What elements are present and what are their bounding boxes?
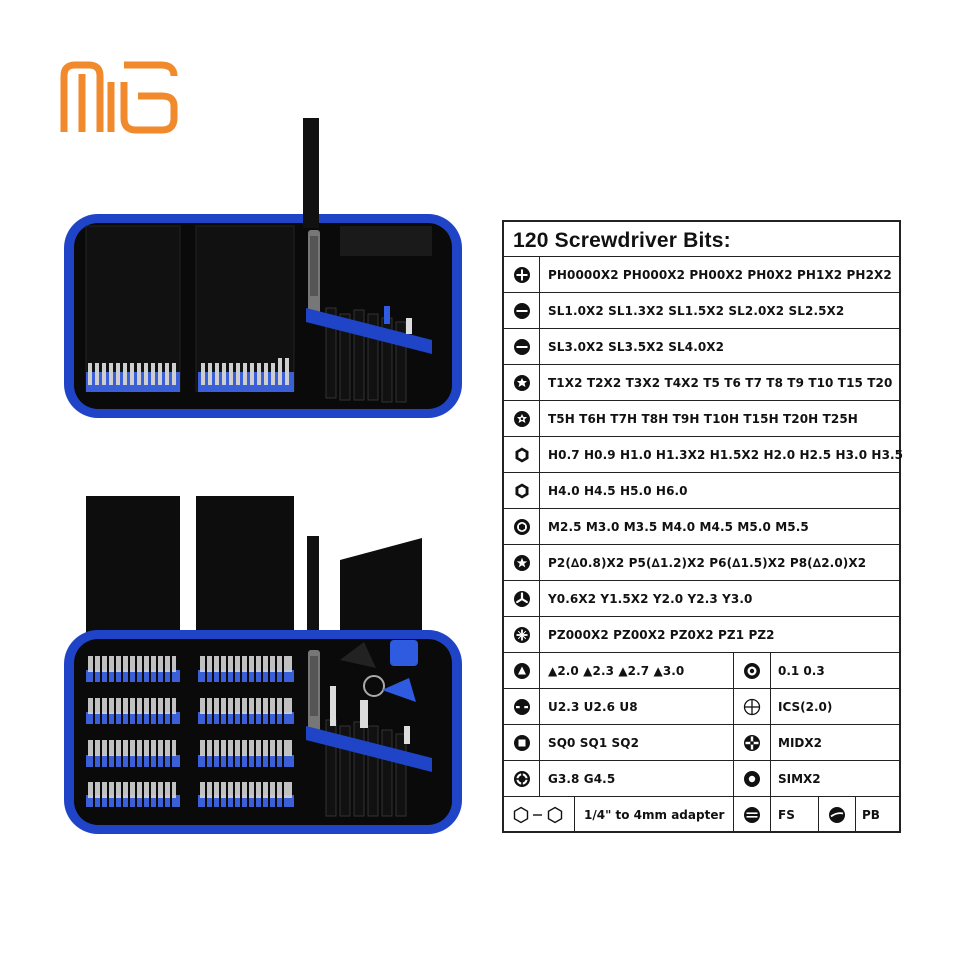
table-row: T1X2 T2X2 T3X2 T4X2 T5 T6 T7 T8 T9 T10 T… [504, 364, 899, 400]
table-title: 120 Screwdriver Bits: [513, 229, 731, 252]
row-text: ICS(2.0) [778, 699, 833, 714]
row-text: PZ000X2 PZ00X2 PZ0X2 PZ1 PZ2 [548, 627, 775, 642]
row-text: PH0000X2 PH000X2 PH00X2 PH0X2 PH1X2 PH2X… [548, 267, 892, 282]
row-text: SL3.0X2 SL3.5X2 SL4.0X2 [548, 339, 725, 354]
slotted-icon [504, 329, 540, 364]
bit-table: 120 Screwdriver Bits: PH0000X2 PH000X2 P… [502, 220, 903, 833]
table-row: G3.8 G4.5 SIMX2 [504, 760, 899, 796]
kit-closed-image [64, 118, 462, 418]
table-row: SQ0 SQ1 SQ2 MIDX2 [504, 724, 899, 760]
hex-socket-icon [504, 509, 540, 544]
table-row: PH0000X2 PH000X2 PH00X2 PH0X2 PH1X2 PH2X… [504, 256, 899, 292]
table-row: H4.0 H4.5 H5.0 H6.0 [504, 472, 899, 508]
table-row: P2(∆0.8)X2 P5(∆1.2)X2 P6(∆1.5)X2 P8(∆2.0… [504, 544, 899, 580]
hex-adapter-icon [504, 797, 575, 833]
hex-icon [504, 473, 540, 508]
row-text: SL1.0X2 SL1.3X2 SL1.5X2 SL2.0X2 SL2.5X2 [548, 303, 845, 318]
brand-logo [60, 61, 178, 134]
table-row: Y0.6X2 Y1.5X2 Y2.0 Y2.3 Y3.0 [504, 580, 899, 616]
row-text: T5H T6H T7H T8H T9H T10H T15H T20H T25H [548, 411, 858, 426]
sim-icon [734, 761, 771, 796]
table-row: SL3.0X2 SL3.5X2 SL4.0X2 [504, 328, 899, 364]
row-text: SQ0 SQ1 SQ2 [548, 735, 640, 750]
u-bit-icon [504, 689, 540, 724]
fs-icon [734, 797, 771, 833]
fs-text: FS [778, 808, 795, 822]
table-row: M2.5 M3.0 M3.5 M4.0 M4.5 M5.0 M5.5 [504, 508, 899, 544]
table-row: H0.7 H0.9 H1.0 H1.3X2 H1.5X2 H2.0 H2.5 H… [504, 436, 903, 472]
row-text: 0.1 0.3 [778, 663, 825, 678]
row-text: Y0.6X2 Y1.5X2 Y2.0 Y2.3 Y3.0 [548, 591, 753, 606]
pb-text: PB [862, 808, 880, 822]
row-text: H0.7 H0.9 H1.0 H1.3X2 H1.5X2 H2.0 H2.5 H… [548, 447, 904, 462]
slotted-icon [504, 293, 540, 328]
tri-wing-icon [504, 581, 540, 616]
torx-icon [504, 365, 540, 400]
table-row: ▲2.0 ▲2.3 ▲2.7 ▲3.0 0.1 0.3 [504, 652, 899, 688]
ring-icon [734, 653, 771, 688]
table-row: U2.3 U2.6 U8 ICS(2.0) [504, 688, 899, 724]
pentalobe-icon [504, 545, 540, 580]
mid-cross-icon [734, 725, 771, 760]
phillips-icon [504, 257, 540, 292]
row-text: T1X2 T2X2 T3X2 T4X2 T5 T6 T7 T8 T9 T10 T… [548, 375, 893, 390]
hex-icon [504, 437, 540, 472]
row-text: H4.0 H4.5 H5.0 H6.0 [548, 483, 688, 498]
square-icon [504, 725, 540, 760]
torx-security-icon [504, 401, 540, 436]
row-text: P2(∆0.8)X2 P5(∆1.2)X2 P6(∆1.5)X2 P8(∆2.0… [548, 555, 867, 570]
table-row: SL1.0X2 SL1.3X2 SL1.5X2 SL2.0X2 SL2.5X2 [504, 292, 899, 328]
pb-icon [819, 797, 856, 833]
gear-icon [504, 761, 540, 796]
table-row: 1/4" to 4mm adapter FS PB [504, 796, 899, 833]
kit-open-image [64, 496, 462, 834]
row-text: ▲2.0 ▲2.3 ▲2.7 ▲3.0 [548, 663, 685, 678]
triangle-icon [504, 653, 540, 688]
pozidriv-icon [504, 617, 540, 652]
adapter-text: 1/4" to 4mm adapter [584, 808, 725, 822]
row-text: M2.5 M3.0 M3.5 M4.0 M4.5 M5.0 M5.5 [548, 519, 809, 534]
row-text: G3.8 G4.5 [548, 771, 616, 786]
table-row: PZ000X2 PZ00X2 PZ0X2 PZ1 PZ2 [504, 616, 899, 652]
table-row: T5H T6H T7H T8H T9H T10H T15H T20H T25H [504, 400, 899, 436]
row-text: MIDX2 [778, 735, 822, 750]
row-text: SIMX2 [778, 771, 821, 786]
row-text: U2.3 U2.6 U8 [548, 699, 638, 714]
cross-outline-icon [734, 689, 771, 724]
